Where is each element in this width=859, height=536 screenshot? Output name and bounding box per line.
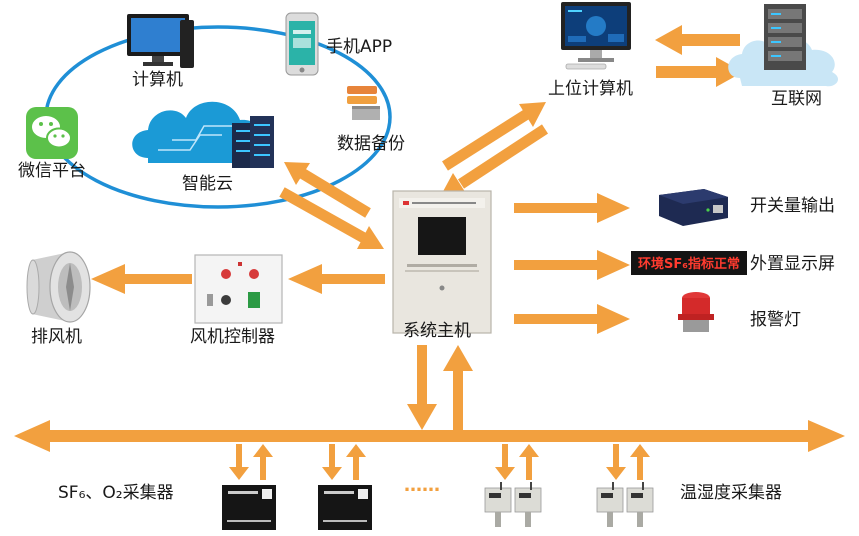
smart-cloud-icon: [132, 101, 274, 168]
exhaust-fan-icon: [26, 251, 91, 323]
wechat-icon: [26, 107, 78, 159]
exhaust-fan-label: 排风机: [31, 327, 82, 347]
temp-humidity-sensor-icon: [484, 482, 512, 527]
arrow-to-external-display: [514, 250, 630, 280]
arrow-bus-to-main: [443, 345, 473, 430]
alarm-light-label: 报警灯: [750, 310, 801, 330]
wechat-platform-label: 微信平台: [18, 161, 86, 181]
switch-output-module-icon: [659, 189, 728, 226]
led-display-text: 环境SF₆指标正常: [638, 256, 740, 272]
sf6-o2-collector-device-icon: [318, 485, 372, 530]
internet-label: 互联网: [771, 89, 822, 109]
ellipsis-label: ……: [404, 475, 440, 496]
arrow-to-switch-output: [514, 193, 630, 223]
fan-controller-label: 风机控制器: [190, 327, 275, 347]
temp-humidity-sensor-icon: [596, 482, 624, 527]
sf6-o2-collector-label: SF₆、O₂采集器: [58, 483, 174, 503]
arrow-to-alarm-light: [514, 304, 630, 334]
main-unit-cabinet-icon: [392, 190, 492, 334]
arrow-upper-computer-to-internet: [656, 57, 743, 87]
database-server-icon: [347, 86, 380, 120]
switch-output-label: 开关量输出: [750, 196, 835, 216]
internet-cloud-server-icon: [728, 4, 839, 87]
arrow-fan-controller-to-exhaust-fan: [91, 264, 192, 294]
upper-computer-label: 上位计算机: [548, 79, 633, 99]
mobile-phone-icon: [285, 12, 319, 76]
arrows: [14, 25, 845, 480]
computer-icon: [127, 14, 194, 68]
external-display-label: 外置显示屏: [750, 254, 835, 274]
fan-controller-box-icon: [194, 254, 283, 324]
data-backup-label: 数据备份: [337, 134, 405, 154]
external-led-display-icon: 环境SF₆指标正常: [631, 251, 747, 275]
computer-label: 计算机: [132, 70, 183, 90]
data-bus: [14, 420, 845, 452]
arrow-internet-to-upper-computer: [655, 25, 740, 55]
temp-humidity-sensor-icon: [514, 482, 542, 527]
alarm-light-icon: [678, 292, 714, 332]
smart-cloud-label: 智能云: [182, 174, 233, 194]
arrow-main-to-bus: [407, 345, 437, 430]
arrow-main-to-fan-controller: [288, 264, 385, 294]
temp-humidity-collector-label: 温湿度采集器: [680, 483, 782, 503]
sf6-o2-collector-device-icon: [222, 485, 276, 530]
temp-humidity-sensor-icon: [626, 482, 654, 527]
collector-arrows: [229, 444, 650, 480]
main-unit-label: 系统主机: [403, 321, 471, 341]
upper-computer-monitor-icon: [561, 2, 631, 70]
mobile-app-label: 手机APP: [326, 37, 393, 57]
